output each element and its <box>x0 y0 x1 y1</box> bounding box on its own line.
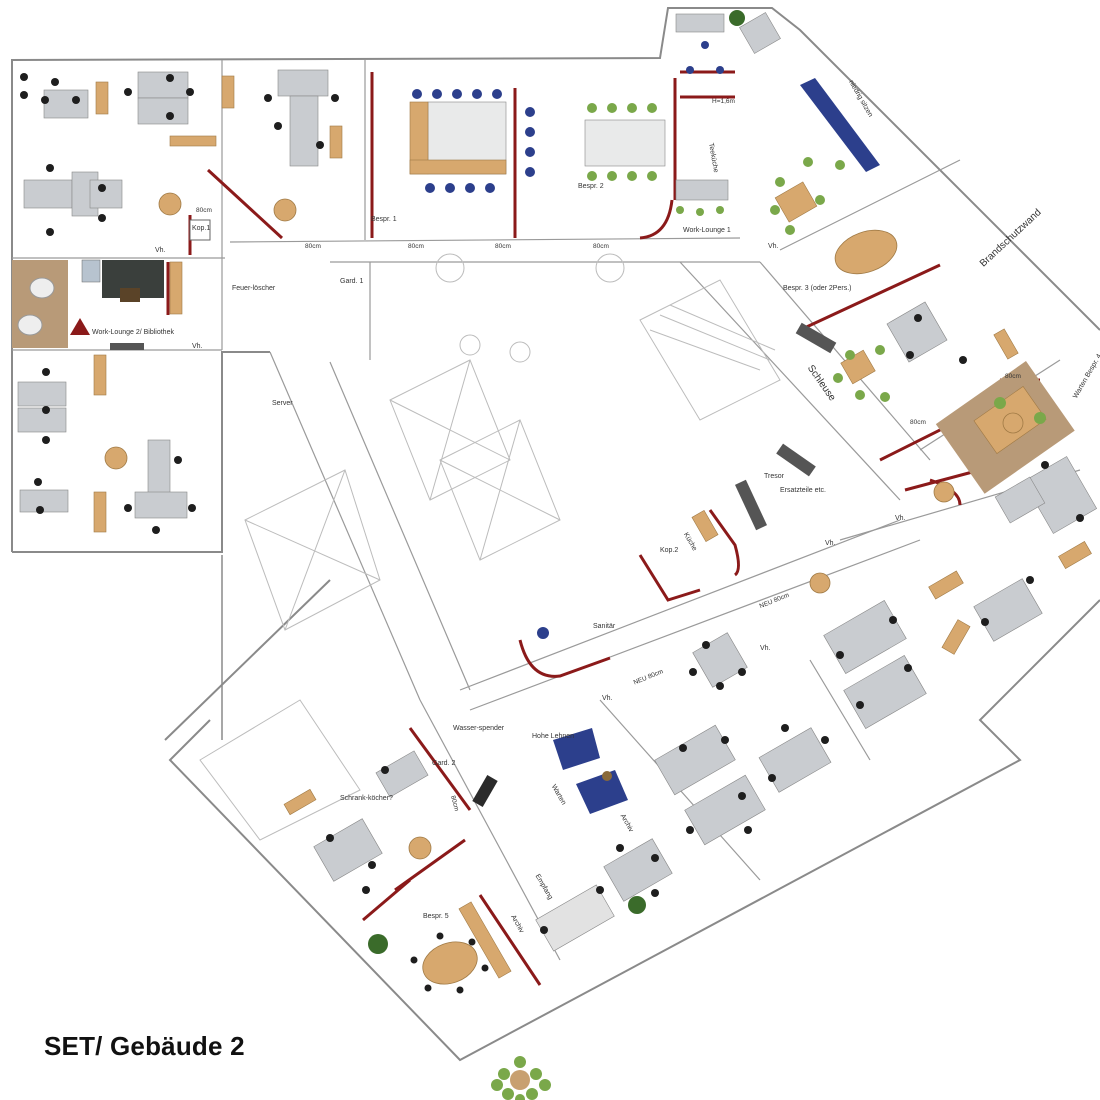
plan-caption: SET/ Gebäude 2 <box>44 1031 245 1061</box>
label-ersatzteile: Ersatzteile etc. <box>780 487 826 494</box>
dim-80cm-5: 80cm <box>196 207 212 214</box>
waiting-sofas <box>472 728 628 814</box>
label-kopierer2: Kop.2 <box>660 547 678 554</box>
dim-h16: H=1,6m <box>712 98 735 105</box>
stair-cores <box>199 253 781 841</box>
label-bespr5: Bespr. 5 <box>423 913 449 920</box>
label-teekueche: Teeküche <box>707 142 719 173</box>
label-garderobe2: Gard. 2 <box>432 760 455 767</box>
dim-80cm-4: 80cm <box>593 243 609 250</box>
label-archiv-2: Archiv <box>509 914 525 935</box>
blue-chairs <box>412 41 724 639</box>
label-wasserspender: Wasser-spender <box>453 725 505 732</box>
dim-80cm-8: 80cm <box>449 795 460 812</box>
label-schleuse: Schleuse <box>805 363 838 403</box>
round-tables <box>104 192 1024 985</box>
label-work-lounge1: Work-Lounge 1 <box>683 227 731 234</box>
label-vh-4: Vh. <box>760 645 771 652</box>
label-schrankkoecher: Schrank-köcher? <box>340 795 393 802</box>
label-bespr2: Bespr. 2 <box>578 183 604 190</box>
label-kueche: Küche <box>682 532 698 553</box>
label-vh-2: Vh. <box>192 343 203 350</box>
label-sanitaer: Sanitär <box>593 623 616 630</box>
label-vh-1: Vh. <box>155 247 166 254</box>
lounge-floor <box>12 260 68 348</box>
dim-80cm-7: 80cm <box>1005 373 1021 380</box>
blue-bench <box>800 78 880 172</box>
label-kopierer1: Kop.1 <box>192 225 210 232</box>
dim-80cm-6: 80cm <box>910 419 926 426</box>
label-bespr1: Bespr. 1 <box>371 216 397 223</box>
label-bespr4: Warten Bespr. 4 <box>1072 353 1100 400</box>
dim-80cm-3: 80cm <box>495 243 511 250</box>
dim-neu80-2: NEU 80cm <box>633 668 665 686</box>
label-vh-5: Vh. <box>602 695 613 702</box>
label-server: Server <box>272 400 293 407</box>
green-chairs <box>491 103 1046 1100</box>
black-chairs <box>20 73 1084 994</box>
label-feuerloescher: Feuer-löscher <box>232 285 276 292</box>
label-empfang: Empfang <box>534 873 554 901</box>
label-work-lounge2: Work-Lounge 2/ Bibliothek <box>92 329 174 336</box>
dim-80cm-2: 80cm <box>408 243 424 250</box>
label-garderobe1: Gard. 1 <box>340 278 363 285</box>
label-hohe-lehnen: Hohe Lehnen <box>532 733 574 740</box>
wood-elements <box>93 75 1092 979</box>
label-vh-6: Vh. <box>825 540 836 547</box>
label-tresor: Tresor <box>764 473 785 480</box>
label-vh-7: Vh. <box>895 515 906 522</box>
desk-groups <box>17 12 1098 952</box>
service-units <box>110 322 837 531</box>
plants <box>368 10 745 1090</box>
label-archiv: Archiv <box>619 813 635 834</box>
red-partitions <box>166 70 1040 986</box>
label-warten: Warten <box>550 783 567 806</box>
dim-80cm-1: 80cm <box>305 243 321 250</box>
label-vh-3: Vh. <box>768 243 779 250</box>
label-bespr3: Bespr. 3 (oder 2Pers.) <box>783 285 851 292</box>
outer-walls <box>11 7 1100 1062</box>
lounge-furniture <box>17 219 211 336</box>
